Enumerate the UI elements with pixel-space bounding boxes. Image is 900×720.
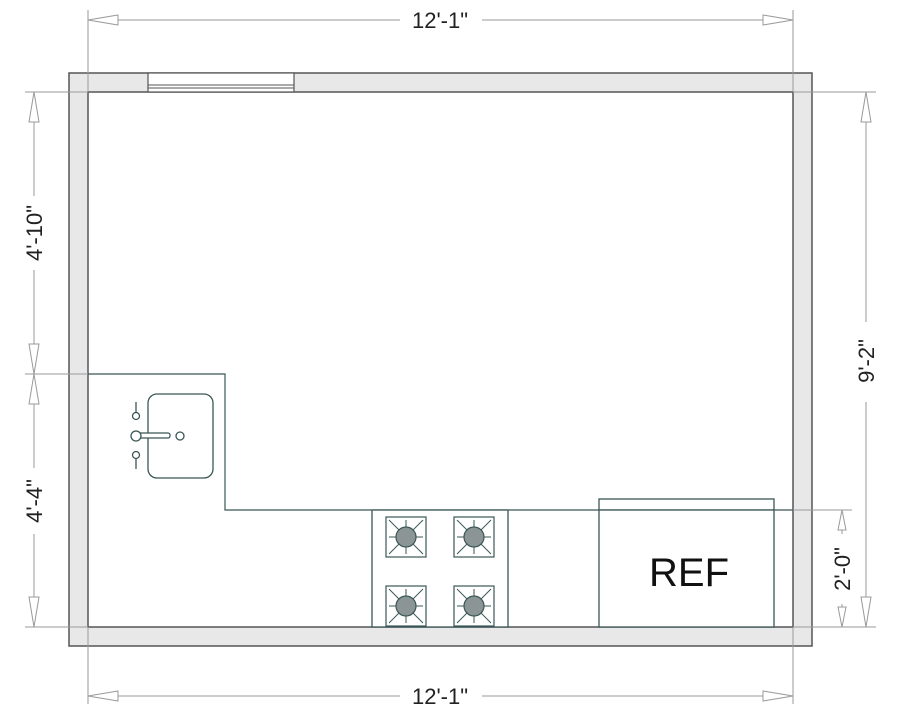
walls	[68, 72, 813, 647]
dimension-top-label: 12'-1"	[412, 8, 468, 33]
window	[147, 72, 295, 93]
dimension-left-lower: 4'-4"	[22, 373, 88, 628]
dimension-bottom: 12'-1"	[87, 627, 794, 709]
dimension-left-upper: 4'-10"	[22, 91, 88, 375]
burners	[385, 516, 495, 627]
burner-icon[interactable]	[453, 516, 495, 558]
refrigerator[interactable]: REF	[598, 498, 775, 628]
burner-icon[interactable]	[385, 585, 427, 627]
dimension-right-total: 9'-2"	[793, 91, 879, 628]
l-shaped-counter	[88, 373, 793, 511]
refrigerator-label: REF	[649, 551, 729, 595]
dimension-top: 12'-1"	[87, 8, 794, 92]
refrigerator-door	[598, 498, 775, 511]
sink[interactable]	[130, 393, 214, 479]
burner-icon[interactable]	[385, 516, 427, 558]
refrigerator-body	[598, 509, 775, 628]
dimension-left-lower-label: 4'-4"	[22, 479, 47, 523]
faucet-icon	[130, 402, 171, 469]
cooktop[interactable]	[371, 509, 509, 628]
dimension-right-counter-label: 2'-0"	[830, 547, 855, 591]
sink-drain	[175, 431, 185, 441]
dimension-right-counter: 2'-0"	[793, 509, 855, 628]
dimension-right-total-label: 9'-2"	[854, 339, 879, 383]
dimension-left-upper-label: 4'-10"	[22, 205, 47, 261]
countertops	[88, 373, 793, 511]
dimension-bottom-label: 12'-1"	[412, 684, 468, 709]
burner-icon[interactable]	[453, 585, 495, 627]
